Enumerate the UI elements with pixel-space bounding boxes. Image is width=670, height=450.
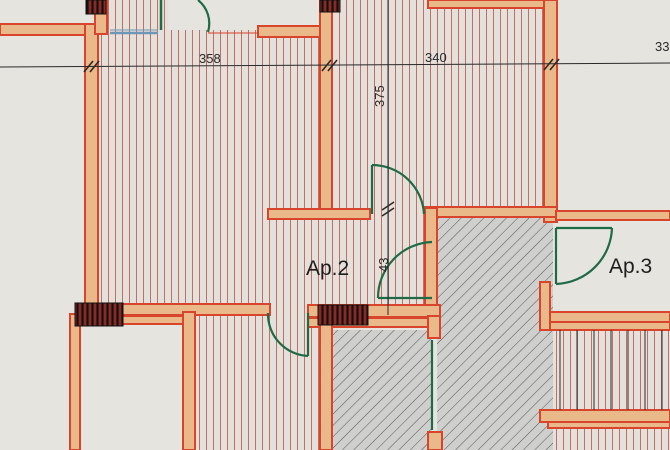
wall-stair-bottom (427, 431, 443, 450)
wall-far-right-top (555, 210, 670, 221)
wall-right (543, 0, 558, 223)
windows (110, 0, 163, 35)
wall-middle (319, 0, 333, 219)
columns (74, 0, 369, 327)
floor-hall (330, 215, 435, 313)
column-lower-middle (317, 304, 369, 326)
dim-vtick-2 (381, 201, 395, 211)
door-upper-hall-arc (371, 163, 426, 215)
wall-top-left (0, 23, 97, 36)
dimension-lines (0, 0, 670, 315)
wall-hall (424, 207, 438, 317)
floor-lower-room (190, 312, 320, 450)
door-lower-arc (266, 312, 309, 358)
stair-treads (559, 330, 663, 410)
wall-top-mid (257, 25, 329, 38)
wall-right-lower-top (539, 311, 670, 323)
column-top-middle (319, 0, 341, 13)
wall-right-lower-top-2 (539, 321, 670, 331)
dim-tick-1 (83, 60, 94, 73)
floor-top-left (108, 0, 168, 32)
door-top-arc (197, 0, 211, 33)
dim-tick-1b (89, 60, 100, 73)
dim-tick-3 (543, 58, 554, 71)
wall-stair-inner (427, 315, 441, 339)
dimension-label-375: 375 (372, 85, 387, 107)
floor-room-upper-right (330, 0, 552, 215)
floor-lower-right (540, 330, 670, 412)
wall-landing-top (424, 206, 558, 218)
floor-room-left (95, 30, 330, 312)
door-hall-arc (376, 240, 433, 299)
dim-tick-2 (321, 59, 332, 72)
wall-lower-mid-vertical (182, 311, 196, 450)
dim-tick-3b (549, 58, 560, 71)
room-label-ap2: Ap.2 (306, 257, 349, 280)
shaft-area (332, 330, 432, 450)
dimension-label-43: 43 (376, 258, 391, 272)
room-label-ap3: Ap.3 (609, 255, 652, 278)
wall-right-bottom-2 (547, 421, 670, 429)
wall-mid-horizontal (267, 208, 371, 220)
dim-tick-2b (327, 59, 338, 72)
cross-hatch-areas (332, 216, 553, 450)
dimension-label-358: 358 (199, 51, 221, 66)
wall-lower-left (69, 313, 81, 450)
wall-lower-right-vertical (319, 313, 333, 450)
floor-hatch-areas (95, 0, 670, 450)
wall-right-bottom (539, 409, 670, 423)
dimension-label-340: 340 (425, 50, 447, 65)
column-lower-left (74, 302, 124, 327)
stair-area (437, 216, 553, 450)
column-top-left (85, 0, 107, 15)
wall-right-lower-vertical (539, 281, 551, 331)
dim-vtick-1 (381, 207, 395, 217)
dim-line-horizontal (0, 62, 670, 68)
wall-top-right (427, 0, 547, 9)
floor-bottom-right (548, 425, 670, 450)
doors (197, 0, 614, 430)
door-ap3-arc (555, 227, 614, 286)
dimension-label-33: 33 (655, 39, 669, 54)
